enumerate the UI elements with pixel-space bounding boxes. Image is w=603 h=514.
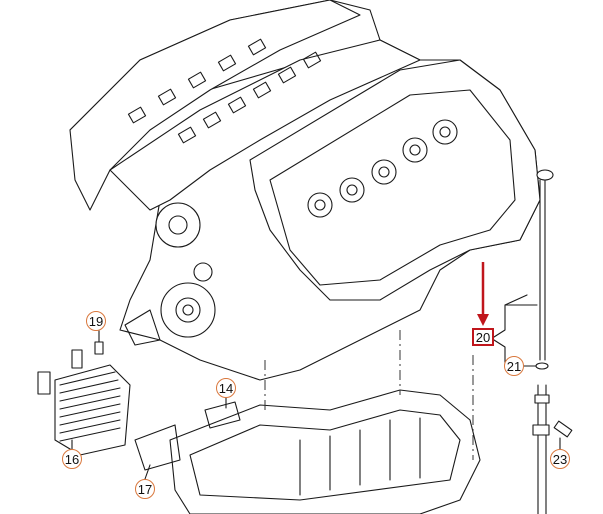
oil-cooler — [37, 349, 131, 456]
highlight-arrow — [477, 262, 489, 326]
callout-16: 16 — [62, 449, 82, 469]
callout-20-highlighted: 20 — [472, 328, 494, 346]
callout-23: 23 — [550, 449, 570, 469]
engine-block — [69, 0, 541, 381]
gasket-14 — [204, 401, 241, 429]
bolt-23 — [553, 420, 573, 451]
callout-14: 14 — [216, 378, 236, 398]
bolt-19 — [94, 330, 104, 355]
callout-21: 21 — [504, 356, 524, 376]
callout-19: 19 — [86, 311, 106, 331]
oil-pan — [169, 389, 481, 514]
dipstick-tube — [532, 169, 554, 514]
gasket-17 — [134, 424, 181, 471]
callout-17: 17 — [135, 479, 155, 499]
